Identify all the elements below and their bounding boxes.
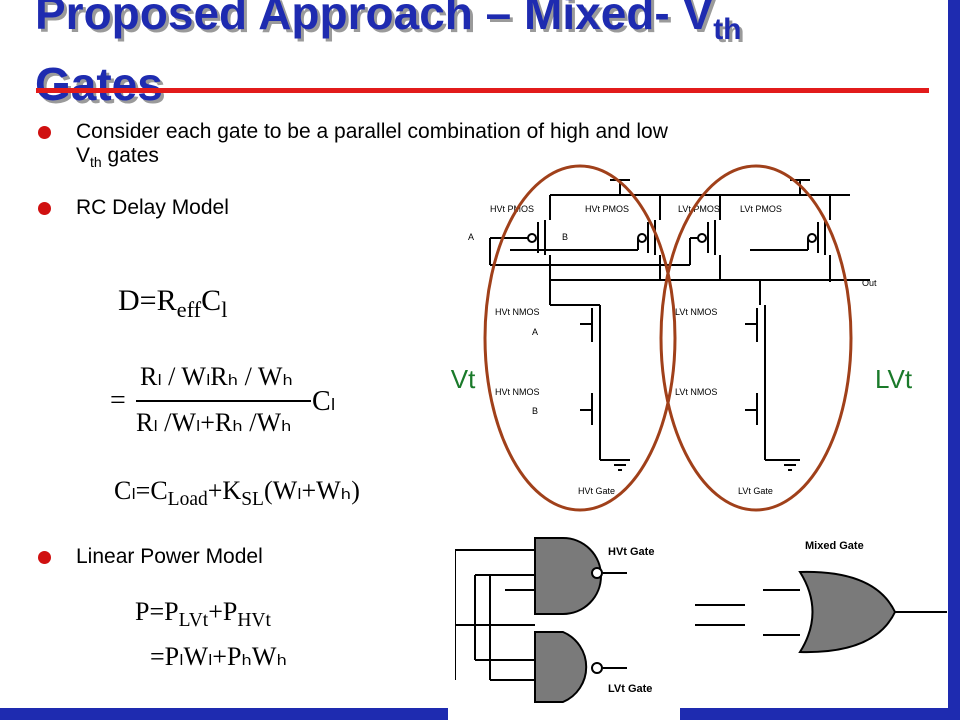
bullet-line2-v: V xyxy=(76,144,91,167)
input-a-label: A xyxy=(468,232,474,242)
hvt-gate-bubble xyxy=(591,567,603,579)
pmos-label: LVt PMOS xyxy=(678,204,720,214)
nmos-label: LVt NMOS xyxy=(675,307,717,317)
lvt-nand-gate xyxy=(534,631,588,703)
hvt-gate-label: HVt Gate xyxy=(608,546,654,558)
equation-power2: =PₗWₗ+PₕWₕ xyxy=(150,642,287,671)
hvt-region-label: HVt xyxy=(450,364,476,394)
bullet-line2-rest: gates xyxy=(101,144,159,167)
eq-delay-c: C xyxy=(201,284,222,317)
lvt-region-label: LVt xyxy=(875,364,913,394)
gate-equivalence-diagram: HVt Gate LVt Gate Mixed Gate xyxy=(455,537,947,703)
lvt-gate-caption: LVt Gate xyxy=(738,486,773,496)
nmos-label: HVt NMOS xyxy=(495,307,540,317)
bullet-dot xyxy=(38,551,51,564)
nmos-label: LVt NMOS xyxy=(675,387,717,397)
nmos-label: HVt NMOS xyxy=(495,387,540,397)
title-underline xyxy=(36,88,929,93)
input-a-label: A xyxy=(532,327,538,337)
eq-delay-sub-eff: eff xyxy=(176,297,202,322)
lvt-gate-bubble xyxy=(591,662,603,674)
bullet-dot xyxy=(38,202,51,215)
pmos-label: HVt PMOS xyxy=(490,204,534,214)
eq-load-sub: Load xyxy=(167,489,208,511)
bullet-text: Consider each gate to be a parallel comb… xyxy=(76,120,668,174)
output-label: Out xyxy=(862,278,877,288)
slide-frame-right xyxy=(948,0,960,720)
eq-delay-sub-l: l xyxy=(221,297,228,322)
lvt-gate-label: LVt Gate xyxy=(608,683,652,695)
equation-power1: P=PLVt+PHVt xyxy=(135,597,271,632)
equation-delay-suffix: Cₗ xyxy=(312,386,336,417)
bullet-line1: Consider each gate to be a parallel comb… xyxy=(76,120,668,143)
equation-delay-numerator: Rₗ / WₗRₕ / Wₕ xyxy=(140,362,293,391)
pmos-label: HVt PMOS xyxy=(585,204,629,214)
eq-p1-lhs: P=P xyxy=(135,597,179,626)
title-subscript: th xyxy=(713,13,742,46)
eq-load-sub-sl: SL xyxy=(241,489,264,511)
eq-load-rest: (Wₗ+Wₕ) xyxy=(263,476,360,505)
mixed-vth-schematic: HVt PMOS HVt PMOS LVt PMOS LVt PMOS HVt … xyxy=(450,164,913,512)
equation-load: Cₗ=CLoad+KSL(Wₗ+Wₕ) xyxy=(114,476,360,511)
fraction-bar xyxy=(136,400,311,402)
mixed-gate xyxy=(798,570,897,654)
hvt-ellipse xyxy=(483,164,677,512)
lvt-ellipse xyxy=(659,164,853,512)
pmos-label: LVt PMOS xyxy=(740,204,782,214)
slide-frame-bottom-gap xyxy=(448,708,680,720)
mixed-gate-label: Mixed Gate xyxy=(805,540,864,552)
slide-title: Proposed Approach – Mixed- Vth Gates xyxy=(35,0,915,111)
hvt-gate-caption: HVt Gate xyxy=(578,486,615,496)
bullet-line2-sub: th xyxy=(90,154,102,170)
eq-delay-lhs: D=R xyxy=(118,284,177,317)
eq-p1-plus: +P xyxy=(208,597,238,626)
bullet-text: Linear Power Model xyxy=(76,545,263,568)
equation-delay-prefix: = xyxy=(110,385,126,416)
bullet-text: RC Delay Model xyxy=(76,196,229,219)
eq-load-lhs: Cₗ=C xyxy=(114,476,168,505)
bullet-dot xyxy=(38,126,51,139)
eq-p1-sub-hvt: HVt xyxy=(237,610,271,632)
title-main: Proposed Approach – Mixed- V xyxy=(35,0,714,39)
equation-delay-denominator: Rₗ /Wₗ+Rₕ /Wₕ xyxy=(136,408,292,437)
equation-delay: D=ReffCl xyxy=(118,284,227,323)
input-b-label: B xyxy=(532,406,538,416)
input-b-label: B xyxy=(562,232,568,242)
eq-load-k: +K xyxy=(207,476,242,505)
title-line2: Gates xyxy=(35,58,163,110)
hvt-nand-gate xyxy=(534,537,602,615)
eq-p1-sub-lvt: LVt xyxy=(178,610,209,632)
